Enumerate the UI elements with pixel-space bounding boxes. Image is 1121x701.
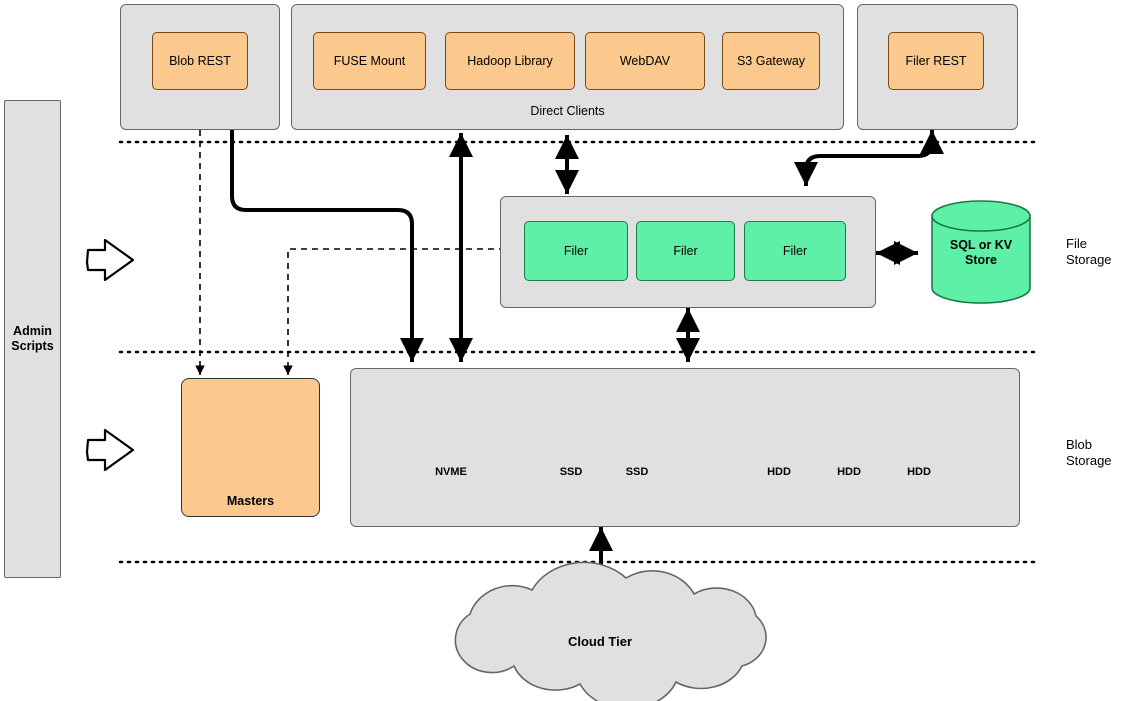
client-s3-gateway[interactable]: S3 Gateway [722,32,820,90]
file-storage-line1: File [1066,236,1087,251]
admin-scripts-line1: Admin [13,324,52,338]
filer-node-3-label: Filer [782,244,808,258]
filer-node-3[interactable]: Filer [744,221,846,281]
client-hadoop-library[interactable]: Hadoop Library [445,32,575,90]
blob-storage-line1: Blob [1066,437,1093,452]
client-blob-rest[interactable]: Blob REST [152,32,248,90]
blob-storage-line2: Storage [1066,453,1112,468]
volume-ssd-label-2: SSD [625,466,649,478]
volume-hdd-label-1: HDD [767,466,791,478]
client-filer-rest[interactable]: Filer REST [888,32,984,90]
filer-node-1-label: Filer [563,244,589,258]
filer-node-2[interactable]: Filer [636,221,735,281]
file-storage-line2: Storage [1066,252,1112,267]
cloud-tier-shape [454,561,767,701]
masters-box[interactable] [181,378,320,517]
blob-storage-tier-label: Blob Storage [1066,437,1112,469]
client-blob-rest-label: Blob REST [169,54,231,68]
filer-node-1[interactable]: Filer [524,221,628,281]
volume-hdd-label-2: HDD [837,466,861,478]
admin-scripts-box[interactable]: Admin Scripts [4,100,61,578]
client-filer-rest-label: Filer REST [905,54,967,68]
client-fuse-mount[interactable]: FUSE Mount [313,32,426,90]
masters-label: Masters [226,494,275,508]
blob-storage-group [350,368,1020,527]
filer-node-2-label: Filer [673,244,698,258]
admin-scripts-line2: Scripts [11,339,54,353]
client-webdav-label: WebDAV [619,54,671,68]
file-storage-tier-label: File Storage [1066,236,1112,268]
sql-kv-store-line1: SQL or KV [949,238,1013,252]
direct-clients-group-label: Direct Clients [530,104,605,118]
cloud-tier-label: Cloud Tier [567,634,633,649]
volume-ssd-label-1: SSD [559,466,583,478]
client-webdav[interactable]: WebDAV [585,32,705,90]
sql-kv-store-line2: Store [965,253,997,267]
volume-nvme-label: NVME [435,466,467,478]
client-s3-gateway-label: S3 Gateway [736,54,806,68]
volume-hdd-label-3: HDD [907,466,931,478]
sql-kv-store-label: SQL or KV Store [932,238,1030,268]
client-fuse-mount-label: FUSE Mount [333,54,406,68]
client-hadoop-library-label: Hadoop Library [467,54,553,68]
